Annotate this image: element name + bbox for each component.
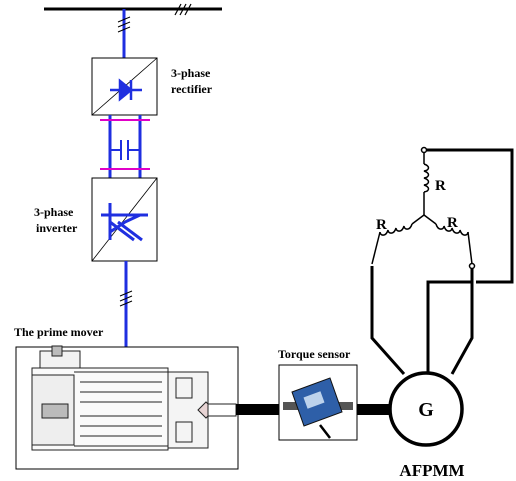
prime-mover-label: The prime mover (14, 325, 104, 339)
resistor-top-icon (424, 152, 429, 215)
inverter-label-line1: 3-phase (34, 205, 74, 219)
shaft-coupling-left (236, 404, 280, 415)
inverter-label-line2: inverter (36, 221, 78, 235)
grid-bus (44, 4, 222, 15)
rectifier-label-line1: 3-phase (171, 66, 211, 80)
resistor-right-label: R (447, 215, 458, 231)
feeder-line (118, 9, 130, 58)
rectifier-block (92, 58, 157, 115)
capacitor-icon (110, 140, 140, 160)
torque-sensor (279, 365, 357, 440)
prime-mover (16, 346, 238, 469)
rectifier-label-line2: rectifier (171, 82, 213, 96)
three-phase-mark-icon (118, 17, 130, 32)
shaft-coupling-right (357, 404, 389, 415)
torque-sensor-label: Torque sensor (278, 347, 351, 361)
resistor-top-label: R (435, 178, 446, 194)
generator: G (390, 373, 462, 445)
machine-name-label: AFPMM (399, 461, 464, 480)
motor-feeder-line (120, 261, 132, 347)
resistor-left-label: R (376, 217, 387, 233)
three-phase-mark-icon (175, 4, 191, 15)
dc-link (100, 115, 150, 178)
three-phase-mark-icon (120, 291, 132, 306)
star-resistor-network (372, 148, 475, 269)
generator-symbol: G (418, 399, 434, 421)
inverter-block (92, 178, 157, 261)
